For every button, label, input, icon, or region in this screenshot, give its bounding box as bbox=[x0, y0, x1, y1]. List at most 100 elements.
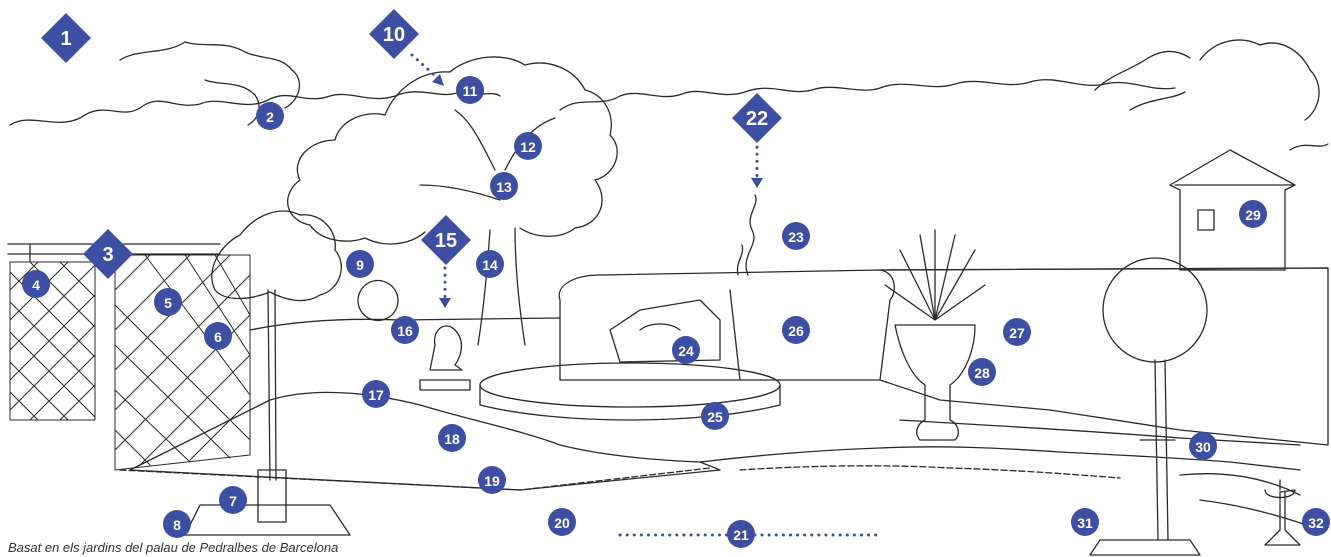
marker-label: 21 bbox=[733, 527, 749, 543]
marker-circle bbox=[204, 322, 232, 350]
caption: Basat en els jardins del palau de Pedral… bbox=[8, 540, 339, 555]
marker-circle bbox=[1302, 508, 1330, 536]
urn-plant bbox=[884, 229, 986, 321]
marker-label: 23 bbox=[788, 229, 804, 245]
marker-label: 24 bbox=[678, 343, 694, 359]
pavilion-window bbox=[1197, 209, 1215, 231]
marker-label: 12 bbox=[520, 139, 536, 155]
marker-label: 8 bbox=[173, 517, 181, 533]
marker-circle bbox=[391, 316, 419, 344]
marker-4: 4 bbox=[22, 270, 50, 298]
marker-label: 7 bbox=[229, 493, 237, 509]
marker-circle bbox=[456, 76, 484, 104]
marker-32: 32 bbox=[1302, 508, 1330, 536]
marker-circle bbox=[1239, 200, 1267, 228]
marker-circle bbox=[438, 424, 466, 452]
tree-guard bbox=[257, 469, 287, 523]
marker-19: 19 bbox=[478, 466, 506, 494]
marker-label: 20 bbox=[554, 515, 570, 531]
distant-tree-far-right bbox=[1199, 39, 1320, 121]
marker-circle bbox=[727, 520, 755, 548]
marker-label: 4 bbox=[32, 277, 40, 293]
marker-29: 29 bbox=[1239, 200, 1267, 228]
marker-15: 15 bbox=[421, 215, 471, 265]
marker-label: 2 bbox=[266, 109, 274, 125]
young-tree-trunk bbox=[267, 289, 277, 481]
marker-circle bbox=[256, 102, 284, 130]
marker-diamond bbox=[83, 229, 133, 279]
leader-arrow-22 bbox=[751, 178, 763, 188]
marker-label: 16 bbox=[397, 323, 413, 339]
marker-label: 18 bbox=[444, 431, 460, 447]
marker-16: 16 bbox=[391, 316, 419, 344]
marker-circle bbox=[478, 466, 506, 494]
marker-circle bbox=[490, 172, 518, 200]
marker-label: 15 bbox=[435, 230, 457, 252]
marker-circle bbox=[548, 508, 576, 536]
path-edge bbox=[1179, 473, 1321, 531]
standard-tree-crown bbox=[1102, 257, 1208, 363]
marker-7: 7 bbox=[219, 486, 247, 514]
tree-grate bbox=[184, 504, 351, 536]
marker-label: 3 bbox=[102, 244, 113, 266]
pavilion bbox=[1169, 149, 1296, 271]
marker-27: 27 bbox=[1003, 318, 1031, 346]
marker-31: 31 bbox=[1071, 508, 1099, 536]
marker-23: 23 bbox=[782, 222, 810, 250]
marker-5: 5 bbox=[154, 288, 182, 316]
marker-14: 14 bbox=[476, 250, 504, 278]
trellis-right bbox=[114, 254, 251, 471]
marker-6: 6 bbox=[204, 322, 232, 350]
marker-3: 3 bbox=[83, 229, 133, 279]
young-tree-canopy bbox=[211, 210, 342, 302]
marker-28: 28 bbox=[968, 358, 996, 386]
marker-26: 26 bbox=[782, 316, 810, 344]
leader-arrow-10 bbox=[432, 74, 444, 86]
marker-label: 11 bbox=[463, 83, 478, 99]
marker-2: 2 bbox=[256, 102, 284, 130]
marker-diamond bbox=[369, 9, 419, 59]
marker-circle bbox=[782, 316, 810, 344]
marker-label: 10 bbox=[383, 24, 405, 46]
marker-25: 25 bbox=[701, 402, 729, 430]
marker-label: 17 bbox=[368, 387, 384, 403]
marker-circle bbox=[1189, 432, 1217, 460]
marker-label: 5 bbox=[164, 295, 172, 311]
marker-8: 8 bbox=[163, 510, 191, 538]
marker-diamond bbox=[41, 13, 91, 63]
statue bbox=[419, 325, 471, 391]
marker-diamond bbox=[732, 93, 782, 143]
marker-circle bbox=[514, 132, 542, 160]
marker-24: 24 bbox=[672, 336, 700, 364]
marker-label: 9 bbox=[356, 257, 364, 273]
leader-10 bbox=[410, 53, 442, 82]
marker-circle bbox=[672, 336, 700, 364]
marker-label: 27 bbox=[1009, 325, 1025, 341]
distant-tree-left bbox=[119, 41, 301, 126]
marker-circle bbox=[1003, 318, 1031, 346]
marker-label: 13 bbox=[496, 179, 512, 195]
marker-label: 1 bbox=[60, 28, 71, 50]
border-stones bbox=[119, 465, 1121, 491]
topiary-ball bbox=[357, 279, 399, 322]
marker-circle bbox=[968, 358, 996, 386]
standard-tree-trunk bbox=[1139, 359, 1176, 541]
marker-12: 12 bbox=[514, 132, 542, 160]
marker-circle bbox=[1071, 508, 1099, 536]
marker-circle bbox=[22, 270, 50, 298]
fountain-sculpture bbox=[609, 299, 721, 363]
marker-label: 28 bbox=[974, 365, 990, 381]
urn bbox=[894, 324, 976, 441]
marker-circle bbox=[701, 402, 729, 430]
marker-17: 17 bbox=[362, 380, 390, 408]
marker-label: 14 bbox=[482, 257, 498, 273]
big-tree-canopy bbox=[287, 56, 618, 245]
marker-diamond bbox=[421, 215, 471, 265]
marker-10: 10 bbox=[369, 9, 419, 59]
lawn-front bbox=[699, 446, 1301, 471]
marker-label: 6 bbox=[214, 329, 222, 345]
flower-bed bbox=[129, 391, 721, 491]
marker-circle bbox=[219, 486, 247, 514]
marker-9: 9 bbox=[346, 250, 374, 278]
